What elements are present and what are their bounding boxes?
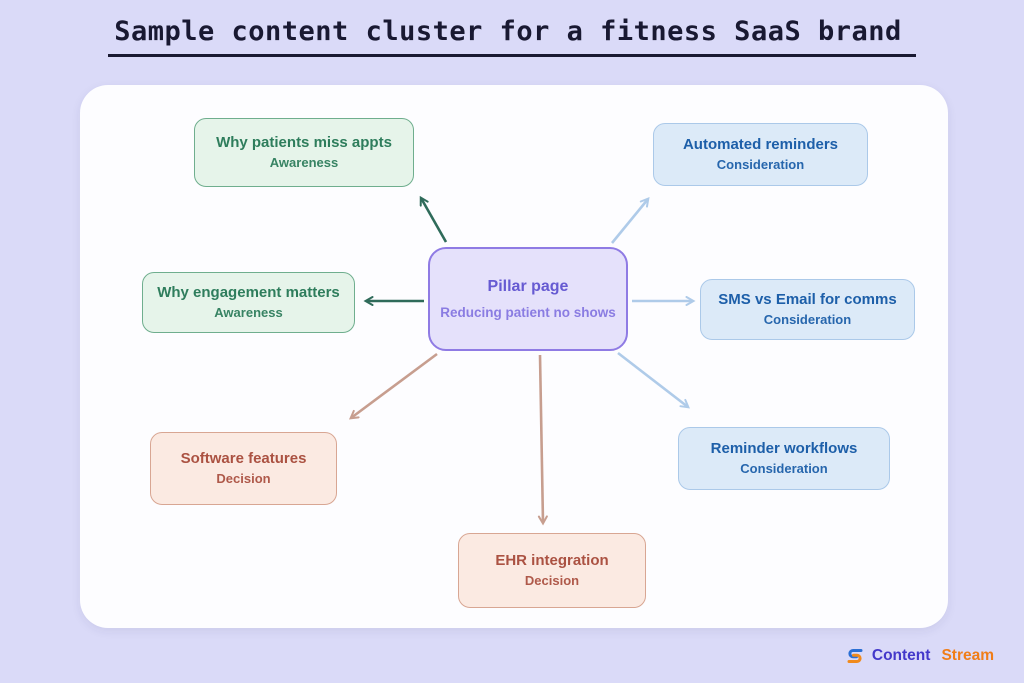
node-why-engagement-matters: Why engagement matters Awareness <box>142 272 355 333</box>
node-stage: Decision <box>524 573 580 589</box>
node-stage: Decision <box>216 471 271 487</box>
node-stage: Consideration <box>740 461 828 477</box>
node-why-patients-miss-appts: Why patients miss appts Awareness <box>194 118 414 187</box>
brand-name-stream: Stream <box>941 647 994 664</box>
node-stage: Awareness <box>214 305 283 321</box>
node-title: SMS vs Email for comms <box>718 290 897 308</box>
pillar-page-subtitle: Reducing patient no shows <box>440 305 616 320</box>
node-reminder-workflows: Reminder workflows Consideration <box>678 427 890 490</box>
node-stage: Awareness <box>269 155 339 171</box>
node-title: Automated reminders <box>682 135 839 153</box>
node-title: Why patients miss appts <box>216 133 392 151</box>
node-title: Why engagement matters <box>157 283 340 301</box>
brand-name-content: Content <box>871 647 931 664</box>
node-title: Software features <box>180 449 307 467</box>
content-stream-logo-icon <box>845 646 865 666</box>
node-pillar-page: Pillar page Reducing patient no shows <box>428 247 628 351</box>
node-title: EHR integration <box>495 551 609 569</box>
pillar-page-title: Pillar page <box>487 278 569 295</box>
page-title: Sample content cluster for a fitness Saa… <box>0 16 1024 57</box>
node-title: Reminder workflows <box>710 439 858 457</box>
node-automated-reminders: Automated reminders Consideration <box>653 123 868 186</box>
node-stage: Consideration <box>716 157 805 173</box>
brand-logo: Content Stream <box>845 646 994 666</box>
node-software-features: Software features Decision <box>150 432 337 505</box>
node-sms-vs-email-for-comms: SMS vs Email for comms Consideration <box>700 279 915 340</box>
page-title-text: Sample content cluster for a fitness Saa… <box>108 16 916 57</box>
node-ehr-integration: EHR integration Decision <box>458 533 646 608</box>
node-stage: Consideration <box>763 312 852 328</box>
